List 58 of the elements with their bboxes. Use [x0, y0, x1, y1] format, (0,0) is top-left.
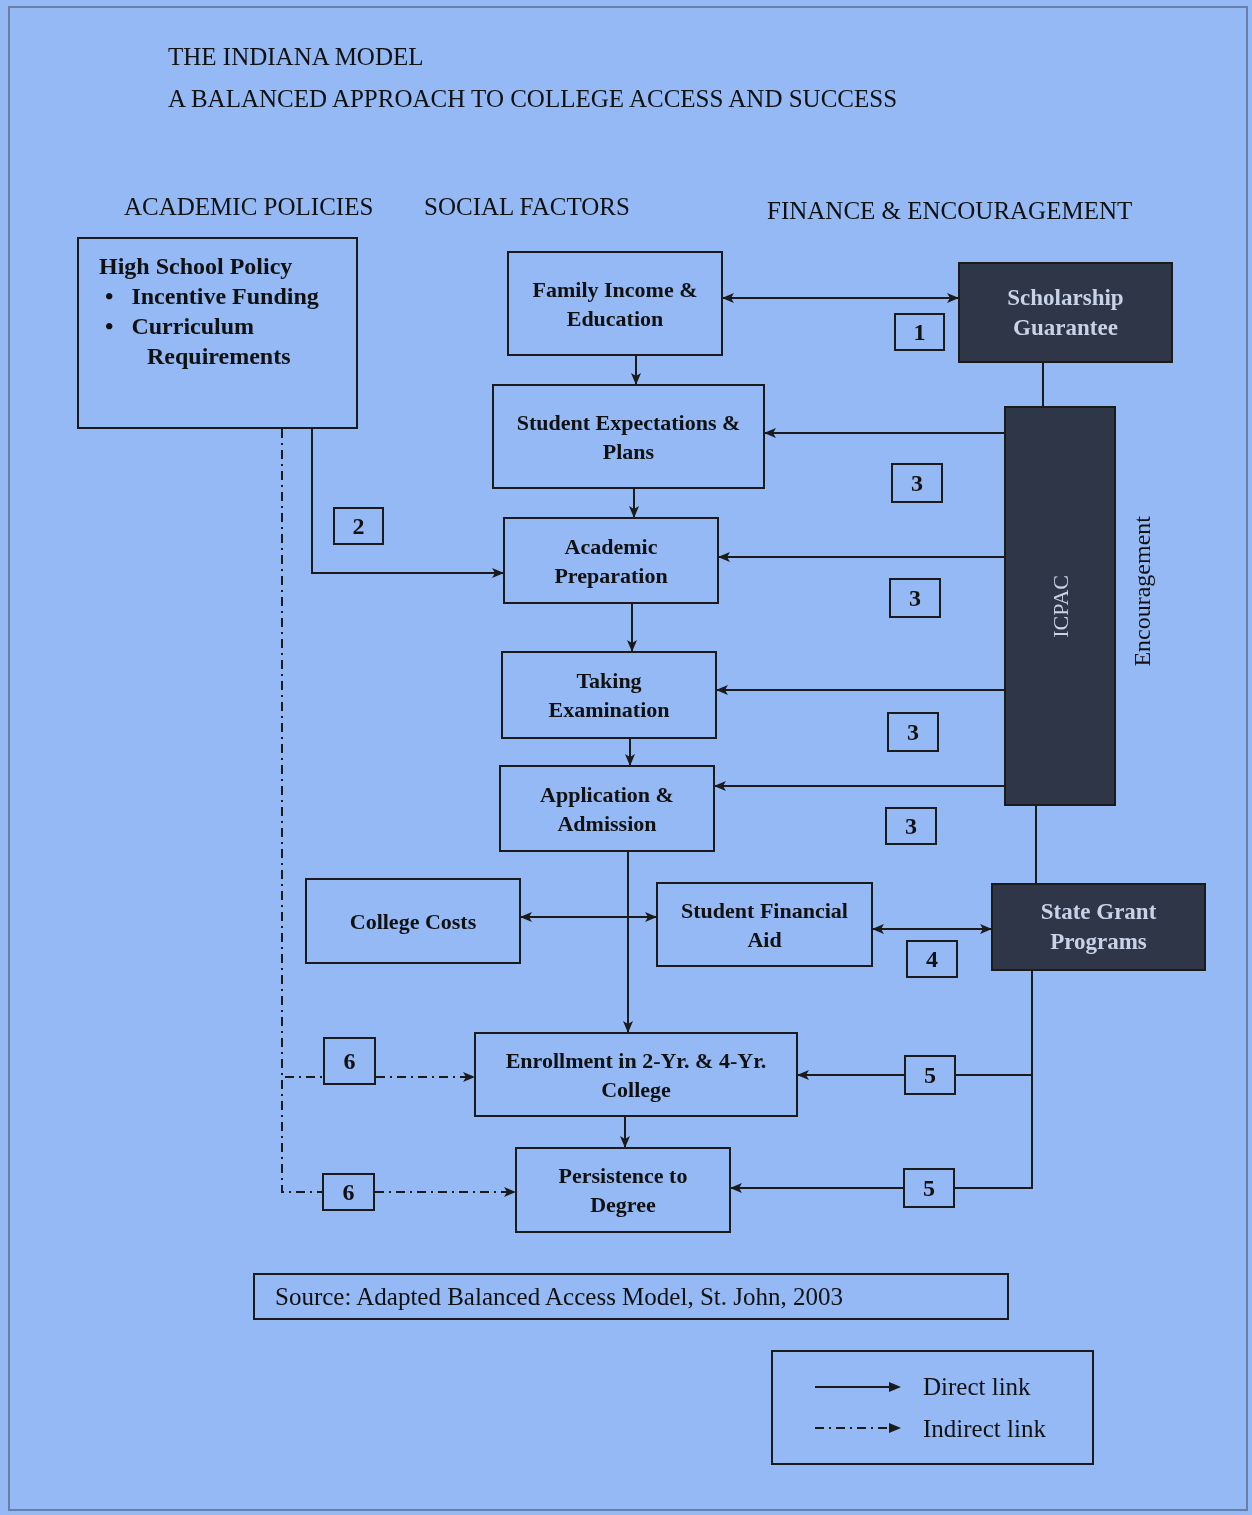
arrow [311, 428, 504, 578]
column-heading: ACADEMIC POLICIES [124, 192, 374, 222]
policy-box [77, 237, 358, 429]
number-box: 6 [323, 1037, 376, 1085]
arrow [730, 1183, 904, 1193]
number-box: 3 [887, 712, 939, 752]
arrow [374, 1187, 516, 1197]
arrow [623, 851, 633, 1033]
column-heading: SOCIAL FACTORS [424, 192, 630, 222]
box-heading: High School Policy [99, 252, 294, 281]
connector-line [954, 970, 1033, 1189]
number-box: 2 [333, 507, 384, 545]
process-box: Persistence to Degree [515, 1147, 731, 1233]
process-box: Student Expectations & Plans [492, 384, 765, 489]
bullet-item: • Incentive Funding [105, 282, 320, 311]
number-box: 3 [891, 463, 943, 503]
source-box: Source: Adapted Balanced Access Model, St. John, 2003 [253, 1273, 1009, 1320]
connector-line [1035, 805, 1037, 884]
arrow [764, 428, 1005, 438]
arrow [627, 603, 637, 652]
connector-line [1042, 362, 1044, 407]
arrow [375, 1072, 475, 1082]
arrow [625, 738, 635, 766]
column-heading: FINANCE & ENCOURAGEMENT [767, 196, 1133, 226]
process-box: Application & Admission [499, 765, 715, 852]
title: THE INDIANA MODEL [168, 42, 424, 72]
number-box: 3 [889, 578, 941, 618]
process-box: Enrollment in 2-Yr. & 4-Yr. College [474, 1032, 798, 1117]
subtitle: A BALANCED APPROACH TO COLLEGE ACCESS AND SUCCESS [168, 84, 898, 114]
legend-label: Indirect link [923, 1413, 1046, 1444]
program-box: Scholarship Guarantee [958, 262, 1173, 363]
connector-line [281, 428, 323, 1193]
number-box: 5 [903, 1168, 955, 1208]
arrow [718, 552, 1005, 562]
process-box: Student Financial Aid [656, 882, 873, 967]
arrow [629, 488, 639, 518]
legend-label: Direct link [923, 1372, 1031, 1402]
process-box: Taking Examination [501, 651, 717, 739]
number-box: 4 [906, 940, 958, 978]
arrow [520, 912, 657, 922]
arrow [631, 355, 641, 385]
bullet-item: • Curriculum Requirements [105, 312, 292, 371]
arrow [714, 781, 1005, 791]
arrow [722, 293, 959, 303]
arrow [797, 1070, 905, 1080]
number-box: 5 [904, 1055, 956, 1095]
process-box: College Costs [305, 878, 521, 964]
side-label: Encouragement [1128, 516, 1156, 667]
number-box: 3 [885, 807, 937, 845]
process-box: Family Income & Education [507, 251, 723, 356]
arrow [872, 924, 992, 934]
program-bar: ICPAC [1004, 406, 1116, 806]
program-box: State Grant Programs [991, 883, 1206, 971]
number-box: 6 [322, 1173, 375, 1211]
arrow [620, 1116, 630, 1148]
number-box: 1 [894, 313, 945, 351]
process-box: Academic Preparation [503, 517, 719, 604]
arrow [716, 685, 1005, 695]
